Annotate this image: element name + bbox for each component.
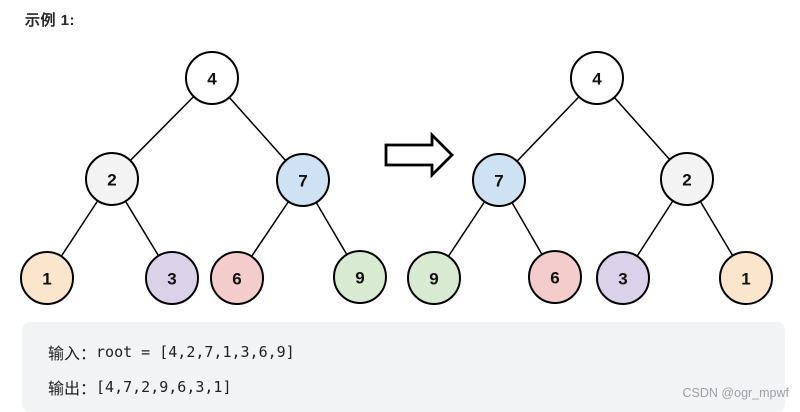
- tree-node-1: [20, 251, 74, 305]
- tree-node-value: 7: [298, 172, 307, 191]
- tree-node-4: [185, 51, 239, 105]
- watermark: CSDN @ogr_mpwf: [682, 386, 789, 400]
- tree-node-value: 6: [232, 270, 241, 289]
- tree-node-value: 1: [741, 270, 750, 289]
- input-line: 输入：root = [4,2,7,1,3,6,9]: [48, 334, 785, 369]
- tree-node-value: 4: [592, 70, 602, 89]
- tree-node-1: [719, 251, 773, 305]
- example-io-box: 输入：root = [4,2,7,1,3,6,9] 输出：[4,7,2,9,6,…: [22, 322, 785, 412]
- tree-node-value: 1: [42, 270, 51, 289]
- output-value: [4,7,2,9,6,3,1]: [96, 377, 232, 396]
- tree-node-6: [210, 251, 264, 305]
- tree-node-4: [570, 51, 624, 105]
- tree-node-3: [596, 251, 650, 305]
- output-line: 输出：[4,7,2,9,6,3,1]: [48, 369, 785, 404]
- example-title: 示例 1:: [25, 12, 76, 29]
- tree-node-value: 2: [107, 171, 116, 190]
- tree-node-3: [145, 251, 199, 305]
- tree-node-value: 3: [167, 270, 176, 289]
- output-label: 输出：: [48, 380, 97, 398]
- tree-node-value: 9: [355, 269, 364, 288]
- input-tree: 4 2 7 1 3 6 9: [20, 51, 387, 305]
- tree-node-9: [333, 250, 387, 304]
- tree-node-6: [528, 250, 582, 304]
- tree-node-2: [85, 152, 139, 206]
- input-label: 输入：: [48, 345, 97, 363]
- output-tree: 4 7 2 9 6 3 1: [407, 51, 773, 305]
- input-value: root = [4,2,7,1,3,6,9]: [96, 342, 295, 361]
- tree-node-value: 6: [550, 269, 559, 288]
- tree-node-7: [276, 153, 330, 207]
- tree-node-value: 9: [429, 270, 438, 289]
- tree-node-9: [407, 251, 461, 305]
- tree-node-7: [472, 153, 526, 207]
- tree-node-2: [660, 152, 714, 206]
- transform-arrow-icon: [384, 131, 454, 179]
- tree-node-value: 4: [207, 70, 217, 89]
- tree-node-value: 3: [618, 270, 627, 289]
- tree-diagram-canvas: 4 7 2 9 6 3 1 4 2 7 1 3 6 9: [20, 51, 773, 305]
- tree-node-value: 7: [494, 172, 503, 191]
- tree-node-value: 2: [682, 171, 691, 190]
